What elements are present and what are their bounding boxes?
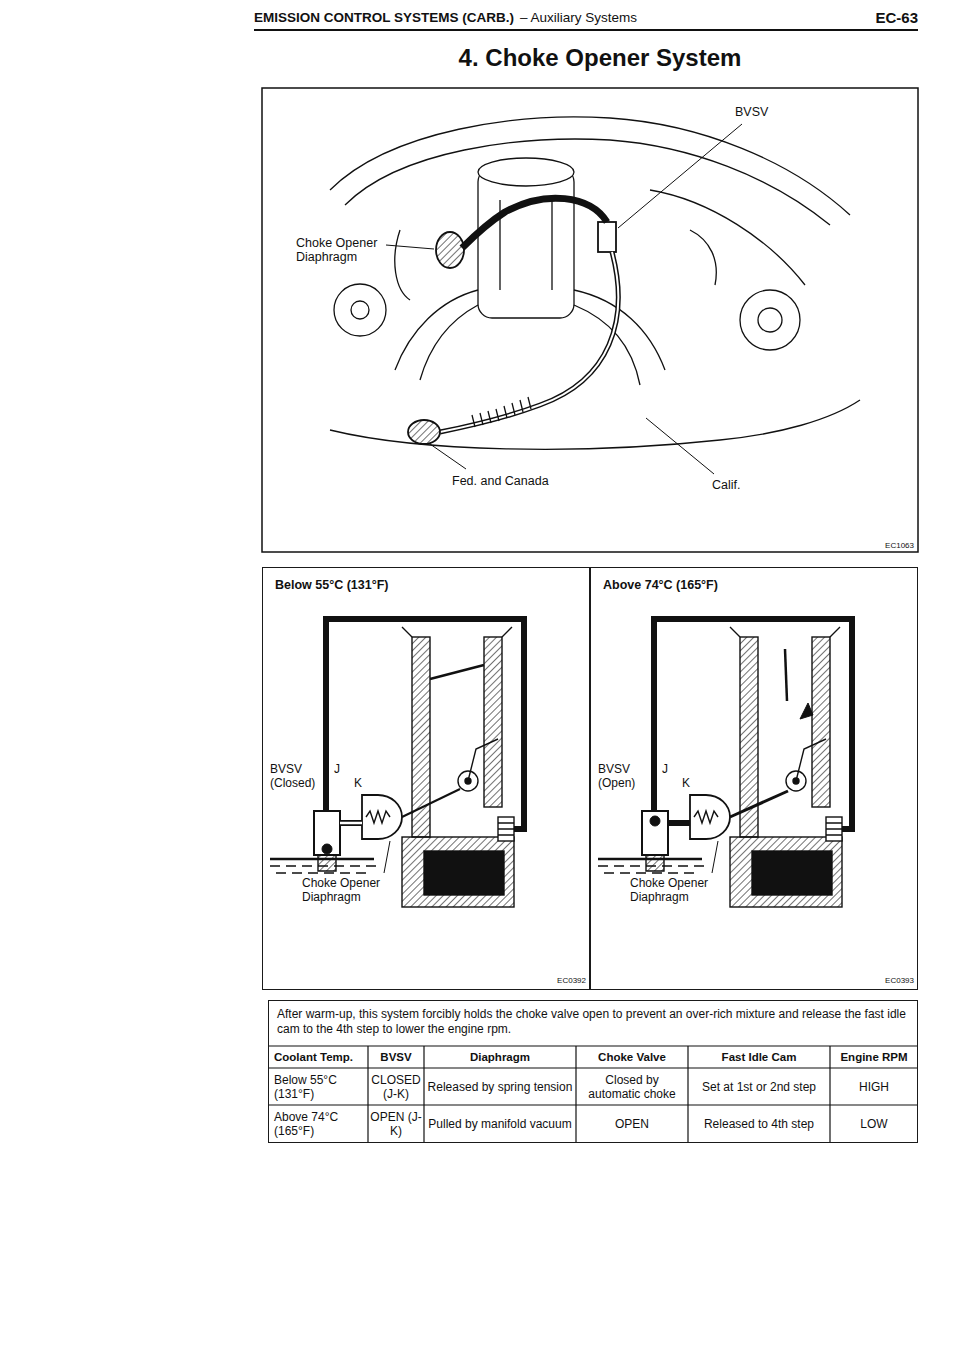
figure-code: EC1063 — [885, 541, 914, 550]
page-number: EC-63 — [875, 9, 918, 26]
port-label: K — [354, 777, 362, 791]
table-cell: CLOSED (J-K) — [370, 1068, 422, 1105]
port-label: K — [682, 777, 690, 791]
variant-label: Calif. — [712, 478, 740, 492]
table-cell: HIGH — [832, 1068, 916, 1105]
table-cell: OPEN (J-K) — [370, 1105, 422, 1143]
part-label: BVSV (Closed) — [270, 763, 322, 791]
figure-code: EC0392 — [557, 976, 586, 985]
port-label: J — [334, 763, 340, 777]
table-header: Diaphragm — [426, 1046, 574, 1068]
table-cell: Below 55°C (131°F) — [274, 1068, 366, 1105]
note-text: After warm-up, this system forcibly hold… — [277, 1007, 909, 1037]
panel-heading: Above 74°C (165°F) — [603, 578, 905, 593]
table-header: Engine RPM — [832, 1046, 916, 1068]
part-label: BVSV (Open) — [598, 763, 650, 791]
table-cell: Set at 1st or 2nd step — [690, 1068, 828, 1105]
table-cell: OPEN — [578, 1105, 686, 1143]
figure-panel: Above 74°C (165°F) — [590, 567, 918, 990]
part-label: BVSV — [735, 105, 768, 119]
table-cell: Above 74°C (165°F) — [274, 1105, 366, 1143]
table-cell: LOW — [832, 1105, 916, 1143]
part-label: Choke Opener Diaphragm — [296, 236, 396, 265]
page-title: 4. Choke Opener System — [459, 44, 742, 72]
table-cell: Released to 4th step — [690, 1105, 828, 1143]
note-box: After warm-up, this system forcibly hold… — [268, 1000, 918, 1143]
part-label: Choke Opener Diaphragm — [630, 877, 716, 905]
variant-label: Fed. and Canada — [452, 474, 549, 488]
panel-heading: Below 55°C (131°F) — [275, 578, 577, 593]
figure-code: EC0393 — [885, 976, 914, 985]
table-header: Choke Valve — [578, 1046, 686, 1068]
table-cell: Pulled by manifold vacuum — [426, 1105, 574, 1143]
page-header: EMISSION CONTROL SYSTEMS (CARB.) — [254, 10, 514, 26]
port-label: J — [662, 763, 668, 777]
page-header: – Auxiliary Systems — [520, 10, 637, 26]
table-header: Fast Idle Cam — [690, 1046, 828, 1068]
table-cell: Released by spring tension — [426, 1068, 574, 1105]
table-cell: Closed by automatic choke — [578, 1068, 686, 1105]
table-header: BVSV — [370, 1046, 422, 1068]
table-header: Coolant Temp. — [274, 1046, 366, 1068]
part-label: Choke Opener Diaphragm — [302, 877, 388, 905]
